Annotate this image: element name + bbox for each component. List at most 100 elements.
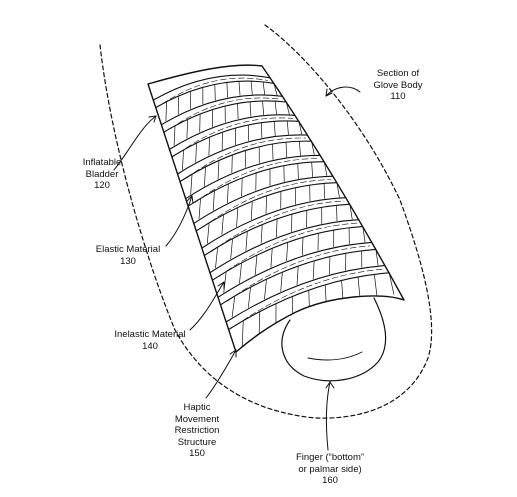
elastic-hatch-line: [280, 272, 283, 292]
elastic-hatch-line: [336, 205, 338, 222]
label-inelastic-line1: Inelastic Material: [114, 329, 186, 340]
label-glove-body-line1: Section of: [376, 68, 420, 79]
bladder-seam-10: [235, 268, 384, 326]
inelastic-strip-edge-8-2: [211, 226, 364, 281]
inelastic-strip-edge-2-1: [160, 94, 283, 126]
elastic-hatch-line: [221, 214, 224, 235]
elastic-hatch-line: [226, 82, 228, 98]
label-finger-line3: 160: [322, 475, 338, 486]
label-finger: Finger (“bottom” or palmar side) 160: [282, 452, 378, 487]
elastic-hatch-line: [241, 178, 243, 197]
elastic-hatch-line: [260, 122, 263, 139]
elastic-hatch-line: [230, 239, 233, 260]
arrow-inelastic: [217, 281, 225, 290]
bladder-seam-8: [218, 222, 357, 277]
elastic-hatch-line: [238, 81, 241, 96]
elastic-hatch-line: [247, 287, 251, 308]
label-finger-line2: or palmar side): [298, 463, 362, 475]
elastic-hatch-line: [285, 142, 288, 158]
inelastic-strip-edge-8-1: [209, 219, 360, 274]
elastic-hatch-line: [274, 101, 277, 115]
inelastic-strip-edge-7-1: [201, 197, 347, 249]
arrow-bladder: [148, 115, 157, 123]
label-elastic-line1: Elastic Material: [95, 244, 161, 255]
elastic-hatch-line: [239, 263, 242, 284]
elastic-hatch-line: [250, 81, 253, 95]
inelastic-strip-edge-5-1: [185, 154, 321, 200]
inelastic-material-strips: [152, 74, 390, 331]
elastic-hatch-line: [262, 81, 266, 95]
elastic-hatch-line: [237, 103, 239, 120]
elastic-hatch-line: [308, 290, 310, 315]
elastic-hatch-line: [241, 320, 244, 348]
elastic-hatch-line: [323, 183, 326, 199]
label-haptic-line5: 150: [189, 448, 205, 459]
elastic-hatch-line: [273, 121, 276, 136]
label-glove-body-line3: 110: [390, 91, 406, 102]
label-haptic-line2: Movement: [174, 413, 220, 425]
arrow-haptic: [229, 349, 237, 358]
elastic-hatch-line: [275, 219, 278, 238]
arrow-glove-body: [325, 88, 333, 97]
elastic-hatch-line: [265, 195, 267, 214]
elastic-hatch-line: [311, 162, 313, 177]
elastic-hatch-line: [198, 198, 201, 220]
leader-glove-body: [325, 86, 361, 97]
elastic-hatch-line: [388, 272, 395, 295]
label-haptic: Haptic Movement Restriction Structure 15…: [162, 402, 232, 460]
elastic-hatch-line: [208, 137, 210, 156]
label-elastic-line2: 130: [120, 255, 136, 267]
leader-bladder: [113, 115, 157, 171]
elastic-hatch-line: [182, 150, 184, 171]
label-haptic-line3: Restriction: [174, 425, 220, 436]
elastic-hatch-line: [286, 121, 289, 135]
inelastic-strip-edge-6-2: [195, 182, 338, 232]
elastic-hatch-line: [204, 167, 206, 187]
inelastic-strip-edge-1-1: [152, 74, 271, 101]
elastic-hatch-line: [215, 247, 218, 269]
elastic-hatch-line: [374, 274, 378, 297]
elastic-hatch-line: [311, 141, 315, 155]
elastic-hatch-line: [245, 231, 248, 251]
elastic-hatch-line: [262, 101, 265, 116]
elastic-hatch-line: [206, 223, 210, 244]
elastic-hatch-line: [312, 261, 315, 280]
label-bladder-line3: 120: [94, 180, 110, 191]
leader-lines: [113, 86, 361, 451]
glove-body-outline: [99, 24, 433, 419]
label-haptic-line4: Structure: [177, 436, 217, 448]
elastic-hatch-line: [286, 242, 288, 262]
elastic-hatch-line: [249, 101, 252, 117]
haptic-structure-outline: [147, 64, 405, 353]
elastic-hatch-line: [236, 207, 239, 227]
inelastic-strip-edge-3-2: [171, 120, 300, 158]
elastic-hatch-line: [349, 204, 353, 220]
elastic-hatch-line: [165, 101, 167, 122]
label-inelastic-line2: 140: [142, 340, 158, 352]
elastic-hatch-line: [190, 174, 193, 195]
elastic-hatch-line: [264, 279, 267, 300]
bladder-seam-1: [162, 77, 269, 105]
elastic-hatch-line: [214, 84, 216, 101]
inelastic-strip-edge-1-2: [155, 80, 275, 109]
elastic-hatch-line: [231, 155, 233, 174]
label-glove-body-line2: Glove Body: [373, 79, 423, 91]
elastic-hatch-line: [286, 102, 290, 115]
elastic-hatch-line: [173, 126, 176, 146]
inelastic-strip-edge-4-2: [179, 140, 312, 183]
bladder-seam-2: [170, 97, 281, 129]
inelastic-strip-edge-9-2: [219, 248, 377, 306]
arrow-finger: [325, 381, 335, 389]
bladder-seam-6: [202, 179, 332, 228]
elastic-hatch-line: [212, 190, 215, 211]
elastic-hatch-line: [227, 184, 229, 204]
elastic-hatch-line: [336, 182, 340, 198]
inelastic-strip-edge-3-1: [168, 114, 296, 150]
finger-nail-line: [307, 351, 363, 361]
leader-elastic: [165, 195, 193, 247]
arrow-elastic: [186, 195, 194, 204]
leader-finger: [325, 381, 331, 451]
elastic-hatch-line: [270, 248, 273, 268]
